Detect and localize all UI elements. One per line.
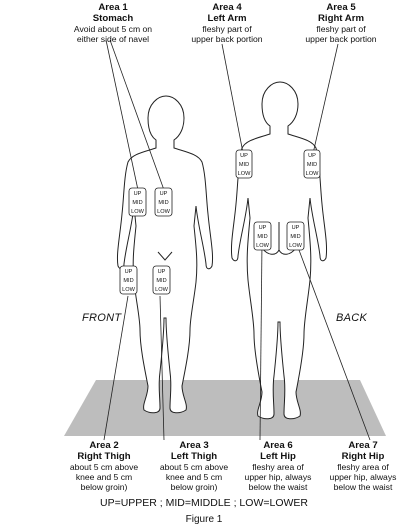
view-label-back: BACK — [336, 312, 367, 324]
zone-label-mid: MID — [290, 234, 300, 240]
zone-area2: UP MID LOW — [120, 266, 137, 294]
zone-label-low: LOW — [131, 209, 144, 215]
area-number: Area 6 — [232, 440, 324, 451]
label-area3: Area 3 Left Thigh about 5 cm above knee … — [150, 440, 238, 492]
back-figure — [231, 82, 326, 419]
zone-label-low: LOW — [122, 287, 135, 293]
zone-label-mid: MID — [156, 278, 166, 284]
zone-label-up: UP — [308, 153, 316, 159]
area-desc-line: fleshy area of — [232, 462, 324, 472]
area-name: Left Thigh — [150, 451, 238, 462]
area-desc-line: below the waist — [318, 482, 408, 492]
label-area1: Area 1 Stomach Avoid about 5 cm on eithe… — [48, 2, 178, 44]
zone-label-up: UP — [292, 225, 300, 231]
zone-area3: UP MID LOW — [153, 266, 170, 294]
zone-area7: UP MID LOW — [287, 222, 304, 250]
label-area7: Area 7 Right Hip fleshy area of upper hi… — [318, 440, 408, 492]
area-desc-line: below groin) — [150, 482, 238, 492]
zone-label-mid: MID — [158, 200, 168, 206]
zone-label-up: UP — [134, 191, 142, 197]
area-desc-line: upper back portion — [182, 34, 272, 44]
zone-label-mid: MID — [132, 200, 142, 206]
area-desc-line: upper hip, always — [232, 472, 324, 482]
area-name: Stomach — [48, 13, 178, 24]
area-desc-line: knee and 5 cm — [60, 472, 148, 482]
area-number: Area 1 — [48, 2, 178, 13]
area-desc-line: Avoid about 5 cm on — [48, 24, 178, 34]
area-name: Left Arm — [182, 13, 272, 24]
area-number: Area 5 — [296, 2, 386, 13]
zone-area1-right: UP MID LOW — [129, 188, 146, 216]
zone-label-low: LOW — [238, 171, 251, 177]
label-area2: Area 2 Right Thigh about 5 cm above knee… — [60, 440, 148, 492]
label-area5: Area 5 Right Arm fleshy part of upper ba… — [296, 2, 386, 44]
zone-label-mid: MID — [123, 278, 133, 284]
zone-label-up: UP — [160, 191, 168, 197]
zone-label-up: UP — [259, 225, 267, 231]
zone-label-low: LOW — [256, 243, 269, 249]
zone-label-up: UP — [240, 153, 248, 159]
view-label-front: FRONT — [82, 312, 121, 324]
label-area6: Area 6 Left Hip fleshy area of upper hip… — [232, 440, 324, 492]
zone-label-low: LOW — [155, 287, 168, 293]
zone-label-up: UP — [125, 269, 133, 275]
area-number: Area 3 — [150, 440, 238, 451]
front-figure — [117, 96, 212, 413]
zone-area4: UP MID LOW — [236, 150, 252, 178]
area-desc-line: below groin) — [60, 482, 148, 492]
area-name: Right Arm — [296, 13, 386, 24]
area-number: Area 2 — [60, 440, 148, 451]
area-name: Right Hip — [318, 451, 408, 462]
area-name: Right Thigh — [60, 451, 148, 462]
zone-label-mid: MID — [307, 162, 317, 168]
zone-area5: UP MID LOW — [304, 150, 320, 178]
area-desc-line: below the waist — [232, 482, 324, 492]
zone-area1-left: UP MID LOW — [155, 188, 172, 216]
area-desc-line: about 5 cm above — [150, 462, 238, 472]
area-desc-line: about 5 cm above — [60, 462, 148, 472]
area-number: Area 4 — [182, 2, 272, 13]
figure-caption: Figure 1 — [0, 514, 408, 525]
zone-label-low: LOW — [306, 171, 319, 177]
zone-label-mid: MID — [239, 162, 249, 168]
area-number: Area 7 — [318, 440, 408, 451]
zone-label-low: LOW — [157, 209, 170, 215]
area-desc-line: knee and 5 cm — [150, 472, 238, 482]
area-desc-line: upper hip, always — [318, 472, 408, 482]
zone-label-low: LOW — [289, 243, 302, 249]
area-desc-line: fleshy part of — [296, 24, 386, 34]
area-desc-line: upper back portion — [296, 34, 386, 44]
area-desc-line: fleshy part of — [182, 24, 272, 34]
label-area4: Area 4 Left Arm fleshy part of upper bac… — [182, 2, 272, 44]
zone-label-mid: MID — [257, 234, 267, 240]
area-desc-line: either side of navel — [48, 34, 178, 44]
zone-legend: UP=UPPER ; MID=MIDDLE ; LOW=LOWER — [0, 497, 408, 509]
zone-label-up: UP — [158, 269, 166, 275]
area-desc-line: fleshy area of — [318, 462, 408, 472]
area-name: Left Hip — [232, 451, 324, 462]
zone-area6: UP MID LOW — [254, 222, 271, 250]
